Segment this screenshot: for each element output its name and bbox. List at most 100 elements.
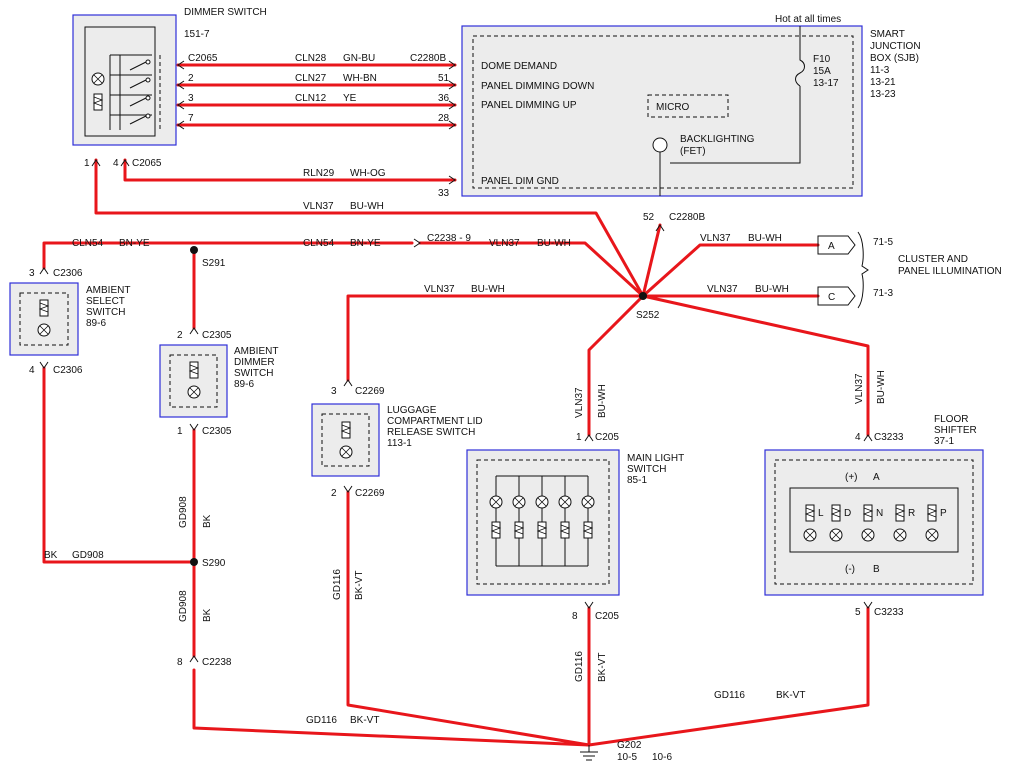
- luggage-name-l1: LUGGAGE: [387, 405, 437, 416]
- floor-shifter-b: B: [873, 564, 880, 575]
- splice-s252-dot: [639, 292, 647, 300]
- connector-arrow: [39, 267, 49, 275]
- wire-16-circuit: GD116: [332, 569, 343, 600]
- main-light-lamp-1: [489, 476, 503, 566]
- wire-17-color: BK-VT: [597, 653, 608, 682]
- connector-arrow: [91, 159, 101, 167]
- wire-5-color: BN-YE: [119, 238, 150, 249]
- wire-0-color: GN-BU: [343, 53, 375, 64]
- cluster-ref-c: 71-3: [873, 288, 893, 299]
- main-light-bus: [496, 475, 588, 567]
- dimmer-bottom-connector: C2065: [132, 158, 162, 169]
- sjb-pin-2: 36: [438, 93, 450, 104]
- sjb-label-1: PANEL DIMMING DOWN: [481, 81, 594, 92]
- connector-arrow: [413, 238, 421, 248]
- ground-icon: [580, 745, 598, 761]
- dimmer-switch: [72, 14, 177, 146]
- ambient-select-ref: 89-6: [86, 318, 106, 329]
- wire-4-color: BU-WH: [350, 201, 384, 212]
- main-light-conn-top: C205: [595, 432, 619, 443]
- main-light-lamp-3: [535, 476, 549, 566]
- main-light-lamp-4: [558, 476, 572, 566]
- wire-1-circuit: CLN27: [295, 73, 327, 84]
- wire-2-color: YE: [343, 93, 357, 104]
- wire-10-circuit: VLN37: [424, 284, 455, 295]
- dimmer-pin-2: 3: [188, 93, 194, 104]
- splice-s291: S291: [202, 258, 226, 269]
- floor-shifter-gear-label: D: [844, 508, 851, 519]
- sjb-backlight-l1: BACKLIGHTING: [680, 134, 755, 145]
- ground-ref-1: 10-6: [652, 752, 672, 763]
- floor-shifter-name-l2: SHIFTER: [934, 425, 977, 436]
- ambient-select-switch: [9, 282, 79, 356]
- connector-arrow: [448, 100, 456, 110]
- wire-13-circuit: GD908: [178, 590, 189, 622]
- wire-18-circuit: VLN37: [574, 387, 585, 418]
- cluster-conn-a: A: [828, 241, 835, 252]
- splice-s291-dot: [190, 246, 198, 254]
- ambient-select-pin-top: 3: [29, 268, 35, 279]
- ambient-select-name-l1: AMBIENT: [86, 285, 130, 296]
- main-light-name-l2: SWITCH: [627, 464, 666, 475]
- connector-arrow: [655, 224, 665, 232]
- wire-16-color: BK-VT: [354, 571, 365, 600]
- dimmer-switch-title: DIMMER SWITCH: [184, 7, 267, 18]
- wires: [42, 63, 870, 747]
- floor-shifter-gear-l: L: [803, 504, 824, 542]
- floor-shifter-minus: (-): [845, 564, 855, 575]
- sjb-label-0: DOME DEMAND: [481, 61, 557, 72]
- splice-s290-dot: [190, 558, 198, 566]
- dimmer-pin-0: C2065: [188, 53, 218, 64]
- wire-13-color: BK: [202, 608, 213, 622]
- connector-arrow: [343, 485, 353, 493]
- connector-arrow: [177, 120, 185, 130]
- ambient-dimmer-name-l2: DIMMER: [234, 357, 275, 368]
- floor-shifter-gear-r: R: [893, 504, 915, 542]
- luggage-conn-bottom: C2269: [355, 488, 385, 499]
- floor-shifter-pin-bottom: 5: [855, 607, 861, 618]
- wire-15-color: BK-VT: [776, 690, 805, 701]
- wire-12-circuit: GD908: [178, 496, 189, 528]
- cluster-ref-a: 71-5: [873, 237, 893, 248]
- sjb-ref-1: 13-21: [870, 77, 896, 88]
- connector-arrow: [343, 379, 353, 387]
- c2238-label: C2238 - 9: [427, 233, 471, 244]
- floor-shifter-gear-d: D: [829, 504, 851, 542]
- connector-arrow: [448, 175, 456, 185]
- wire-10-color: BU-WH: [471, 284, 505, 295]
- wire-4-circuit: VLN37: [303, 201, 334, 212]
- sjb-pin-1: 51: [438, 73, 450, 84]
- floor-shifter-a: A: [873, 472, 880, 483]
- floor-shifter-pin-top: 4: [855, 432, 861, 443]
- wire-1-color: WH-BN: [343, 73, 377, 84]
- luggage-compartment-switch: [311, 403, 380, 477]
- cluster-label-l2: PANEL ILLUMINATION: [898, 266, 1002, 277]
- wire-9-circuit: VLN37: [707, 284, 738, 295]
- floor-shifter-conn-bottom: C3233: [874, 607, 904, 618]
- sjb-pin-4: 33: [438, 188, 450, 199]
- c2238-lower-pin: 8: [177, 657, 183, 668]
- sjb-label-4: PANEL DIM GND: [481, 176, 559, 187]
- connector-arrow: [863, 601, 873, 609]
- ambient-dimmer-conn-bottom: C2305: [202, 426, 232, 437]
- wire-11-circuit: GD908: [72, 550, 104, 561]
- sjb-bottom-connector: C2280B: [669, 212, 705, 223]
- wire-6-circuit: CLN54: [303, 238, 335, 249]
- wire-18-color: BU-WH: [597, 384, 608, 418]
- wire-9-color: BU-WH: [755, 284, 789, 295]
- floor-shifter-gear-label: R: [908, 508, 915, 519]
- connector-arrow: [189, 327, 199, 335]
- wire-14-circuit: GD116: [306, 715, 337, 726]
- sjb-ref-0: 11-3: [870, 65, 890, 76]
- dimmer-bottom-pin4: 4: [113, 158, 119, 169]
- connector-arrow: [448, 80, 456, 90]
- wire-15-circuit: GD116: [714, 690, 745, 701]
- splice-s290: S290: [202, 558, 226, 569]
- connector-arrow: [189, 655, 199, 663]
- cluster-brace: [857, 231, 869, 309]
- luggage-name-l3: RELEASE SWITCH: [387, 427, 475, 438]
- ambient-dimmer-pin-top: 2: [177, 330, 183, 341]
- ambient-select-pin-bottom: 4: [29, 365, 35, 376]
